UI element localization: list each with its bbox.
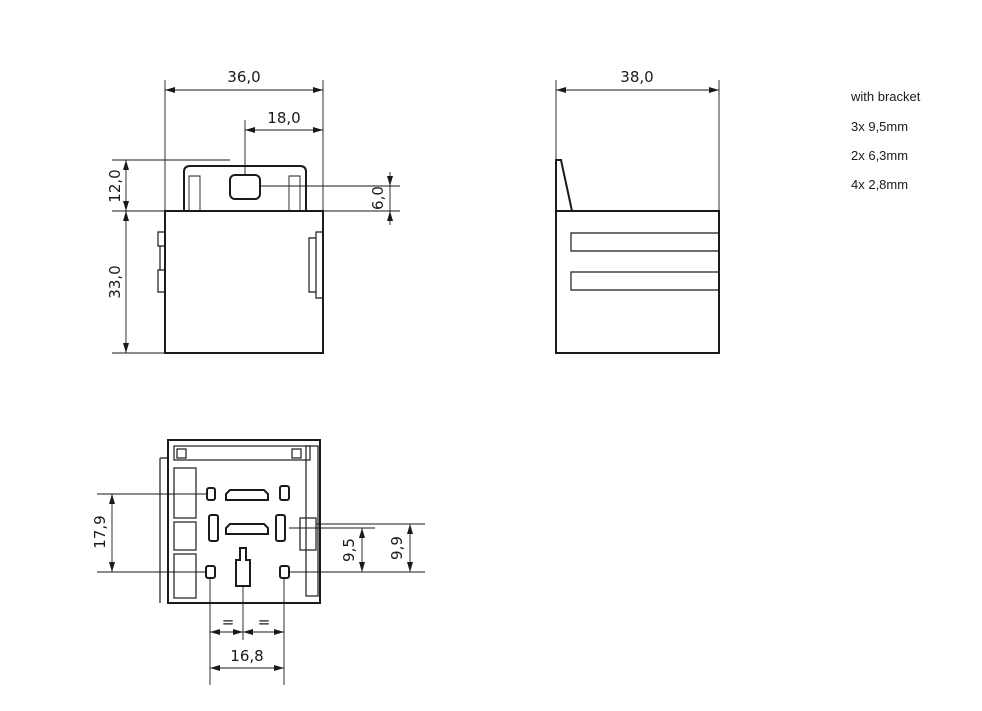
front-clip-right xyxy=(308,231,323,299)
dim-front-width: 36,0 xyxy=(227,68,260,86)
pin-small-2 xyxy=(279,485,290,501)
bottom-top-strip-tab-left xyxy=(176,448,187,459)
dim-side-width: 38,0 xyxy=(620,68,653,86)
bottom-top-strip xyxy=(173,445,311,461)
note-line-3: 4x 2,8mm xyxy=(851,177,908,192)
side-groove-lower xyxy=(570,271,719,291)
side-bracket xyxy=(555,159,573,212)
side-body-outline xyxy=(555,210,720,354)
bottom-left-block-2 xyxy=(173,521,197,551)
note-line-2: 2x 6,3mm xyxy=(851,148,908,163)
front-body-outline xyxy=(164,210,324,354)
dim-bottom-pin-height: 17,9 xyxy=(91,515,109,548)
front-cap-pillar-left xyxy=(188,175,201,211)
pin-medium-left xyxy=(208,514,219,542)
dim-bottom-pin-width: 16,8 xyxy=(230,647,263,665)
dim-bottom-spacing-b: 9,9 xyxy=(388,536,406,560)
pin-large-middle xyxy=(225,523,269,535)
bottom-left-flange xyxy=(159,457,168,603)
bottom-top-strip-tab-right xyxy=(291,448,302,459)
dim-bottom-spacing-a: 9,5 xyxy=(340,538,358,562)
notes-block: with bracket 3x 9,5mm 2x 6,3mm 4x 2,8mm xyxy=(850,89,921,192)
side-view: 38,0 xyxy=(555,68,720,354)
pin-large-bottom xyxy=(235,547,251,587)
dim-front-top-height: 12,0 xyxy=(106,169,124,202)
equal-mark-right: = xyxy=(258,613,271,631)
front-clip-left xyxy=(157,231,165,293)
front-view: 36,0 18,0 12,0 33,0 6,0 xyxy=(106,68,400,354)
bottom-right-block xyxy=(299,517,317,551)
pin-medium-right xyxy=(275,514,286,542)
side-groove-upper xyxy=(570,232,719,252)
front-mounting-tab xyxy=(229,174,261,200)
bottom-right-strip xyxy=(305,445,319,597)
note-line-1: 3x 9,5mm xyxy=(851,119,908,134)
bottom-left-block-1 xyxy=(173,467,197,519)
bottom-left-block-3 xyxy=(173,553,197,599)
dim-front-half-width: 18,0 xyxy=(267,109,300,127)
pin-large-top xyxy=(225,489,269,501)
front-cap-pillar-right xyxy=(288,175,301,211)
equal-mark-left: = xyxy=(222,613,235,631)
bottom-view: 17,9 9,5 9,9 = = 16,8 xyxy=(91,439,425,685)
note-title: with bracket xyxy=(850,89,921,104)
dim-front-tab-height: 6,0 xyxy=(369,186,387,210)
dim-front-body-height: 33,0 xyxy=(106,265,124,298)
pin-small-4 xyxy=(279,565,290,579)
pin-small-1 xyxy=(206,487,216,501)
bottom-outer-frame xyxy=(167,439,321,604)
pin-small-3 xyxy=(205,565,216,579)
